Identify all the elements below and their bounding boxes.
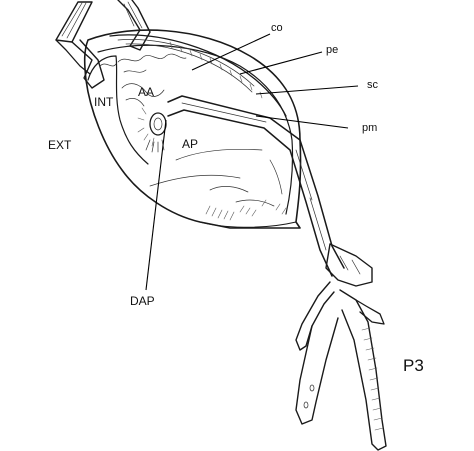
leader-sc xyxy=(255,85,359,95)
leader-co xyxy=(191,33,271,71)
label-pe: pe xyxy=(326,44,338,56)
distal-appendage xyxy=(295,281,387,451)
label-int: INT xyxy=(94,95,114,109)
leader-dap xyxy=(145,119,167,291)
main-body xyxy=(83,29,302,229)
leader-lines xyxy=(145,33,359,291)
label-dap: DAP xyxy=(130,294,155,308)
label-sc: sc xyxy=(367,79,379,91)
label-ap: AP xyxy=(182,137,198,151)
labels: co pe sc pm AA INT EXT AP DAP P3 xyxy=(48,22,424,375)
label-pm: pm xyxy=(362,122,377,134)
pedicel-rod xyxy=(167,95,373,287)
label-p3: P3 xyxy=(403,356,424,375)
label-co: co xyxy=(271,22,283,34)
label-aa: AA xyxy=(138,85,154,99)
label-ext: EXT xyxy=(48,138,72,152)
aperture-region xyxy=(121,83,167,153)
upper-appendage xyxy=(55,0,151,89)
leader-pe xyxy=(239,51,323,75)
leader-pm xyxy=(255,115,349,129)
